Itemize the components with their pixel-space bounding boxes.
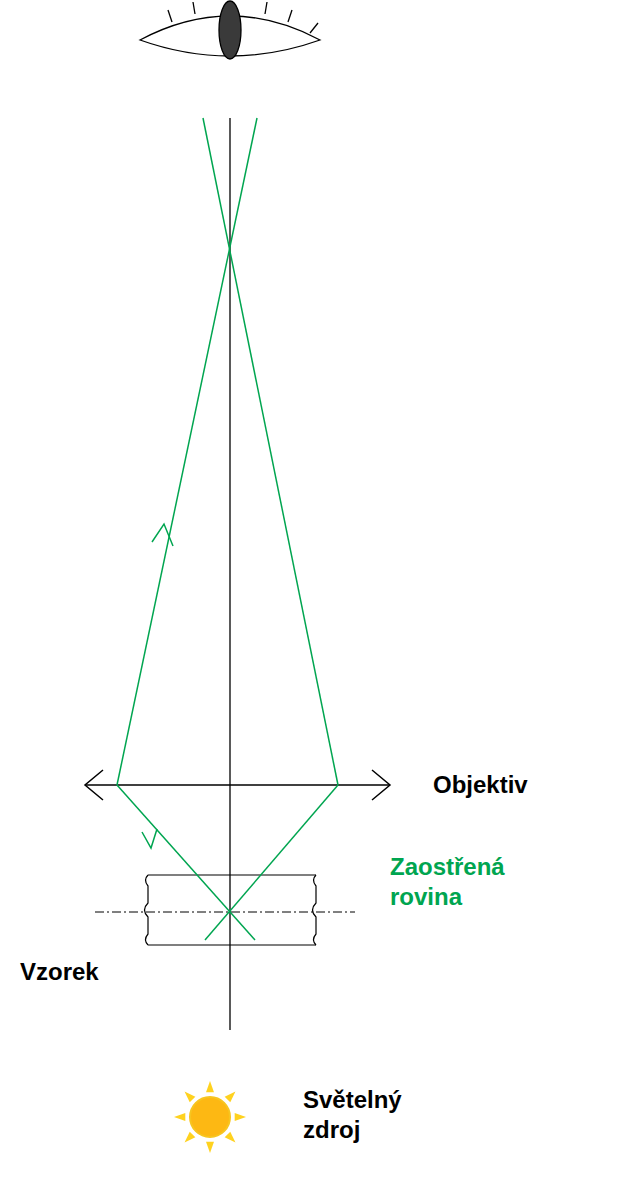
light-source-label: Světelný zdroj xyxy=(303,1085,428,1145)
sun-ray xyxy=(235,1113,246,1121)
light-source-symbol xyxy=(174,1081,246,1153)
sun-ray xyxy=(185,1092,196,1103)
sun-ray xyxy=(225,1092,236,1103)
eye-symbol xyxy=(140,1,320,59)
sun-ray xyxy=(206,1081,214,1092)
lens-label: Objektiv xyxy=(433,770,603,800)
sun-ray xyxy=(206,1142,214,1153)
sun-ray xyxy=(185,1132,196,1143)
focal-plane-label: Zaostřená rovina xyxy=(390,852,525,912)
sun-ray xyxy=(225,1132,236,1143)
focal-plane-line xyxy=(95,912,355,913)
lens-symbol xyxy=(85,770,390,800)
sun-ray xyxy=(174,1113,185,1121)
sample-label: Vzorek xyxy=(20,957,160,987)
light-rays xyxy=(117,118,338,940)
